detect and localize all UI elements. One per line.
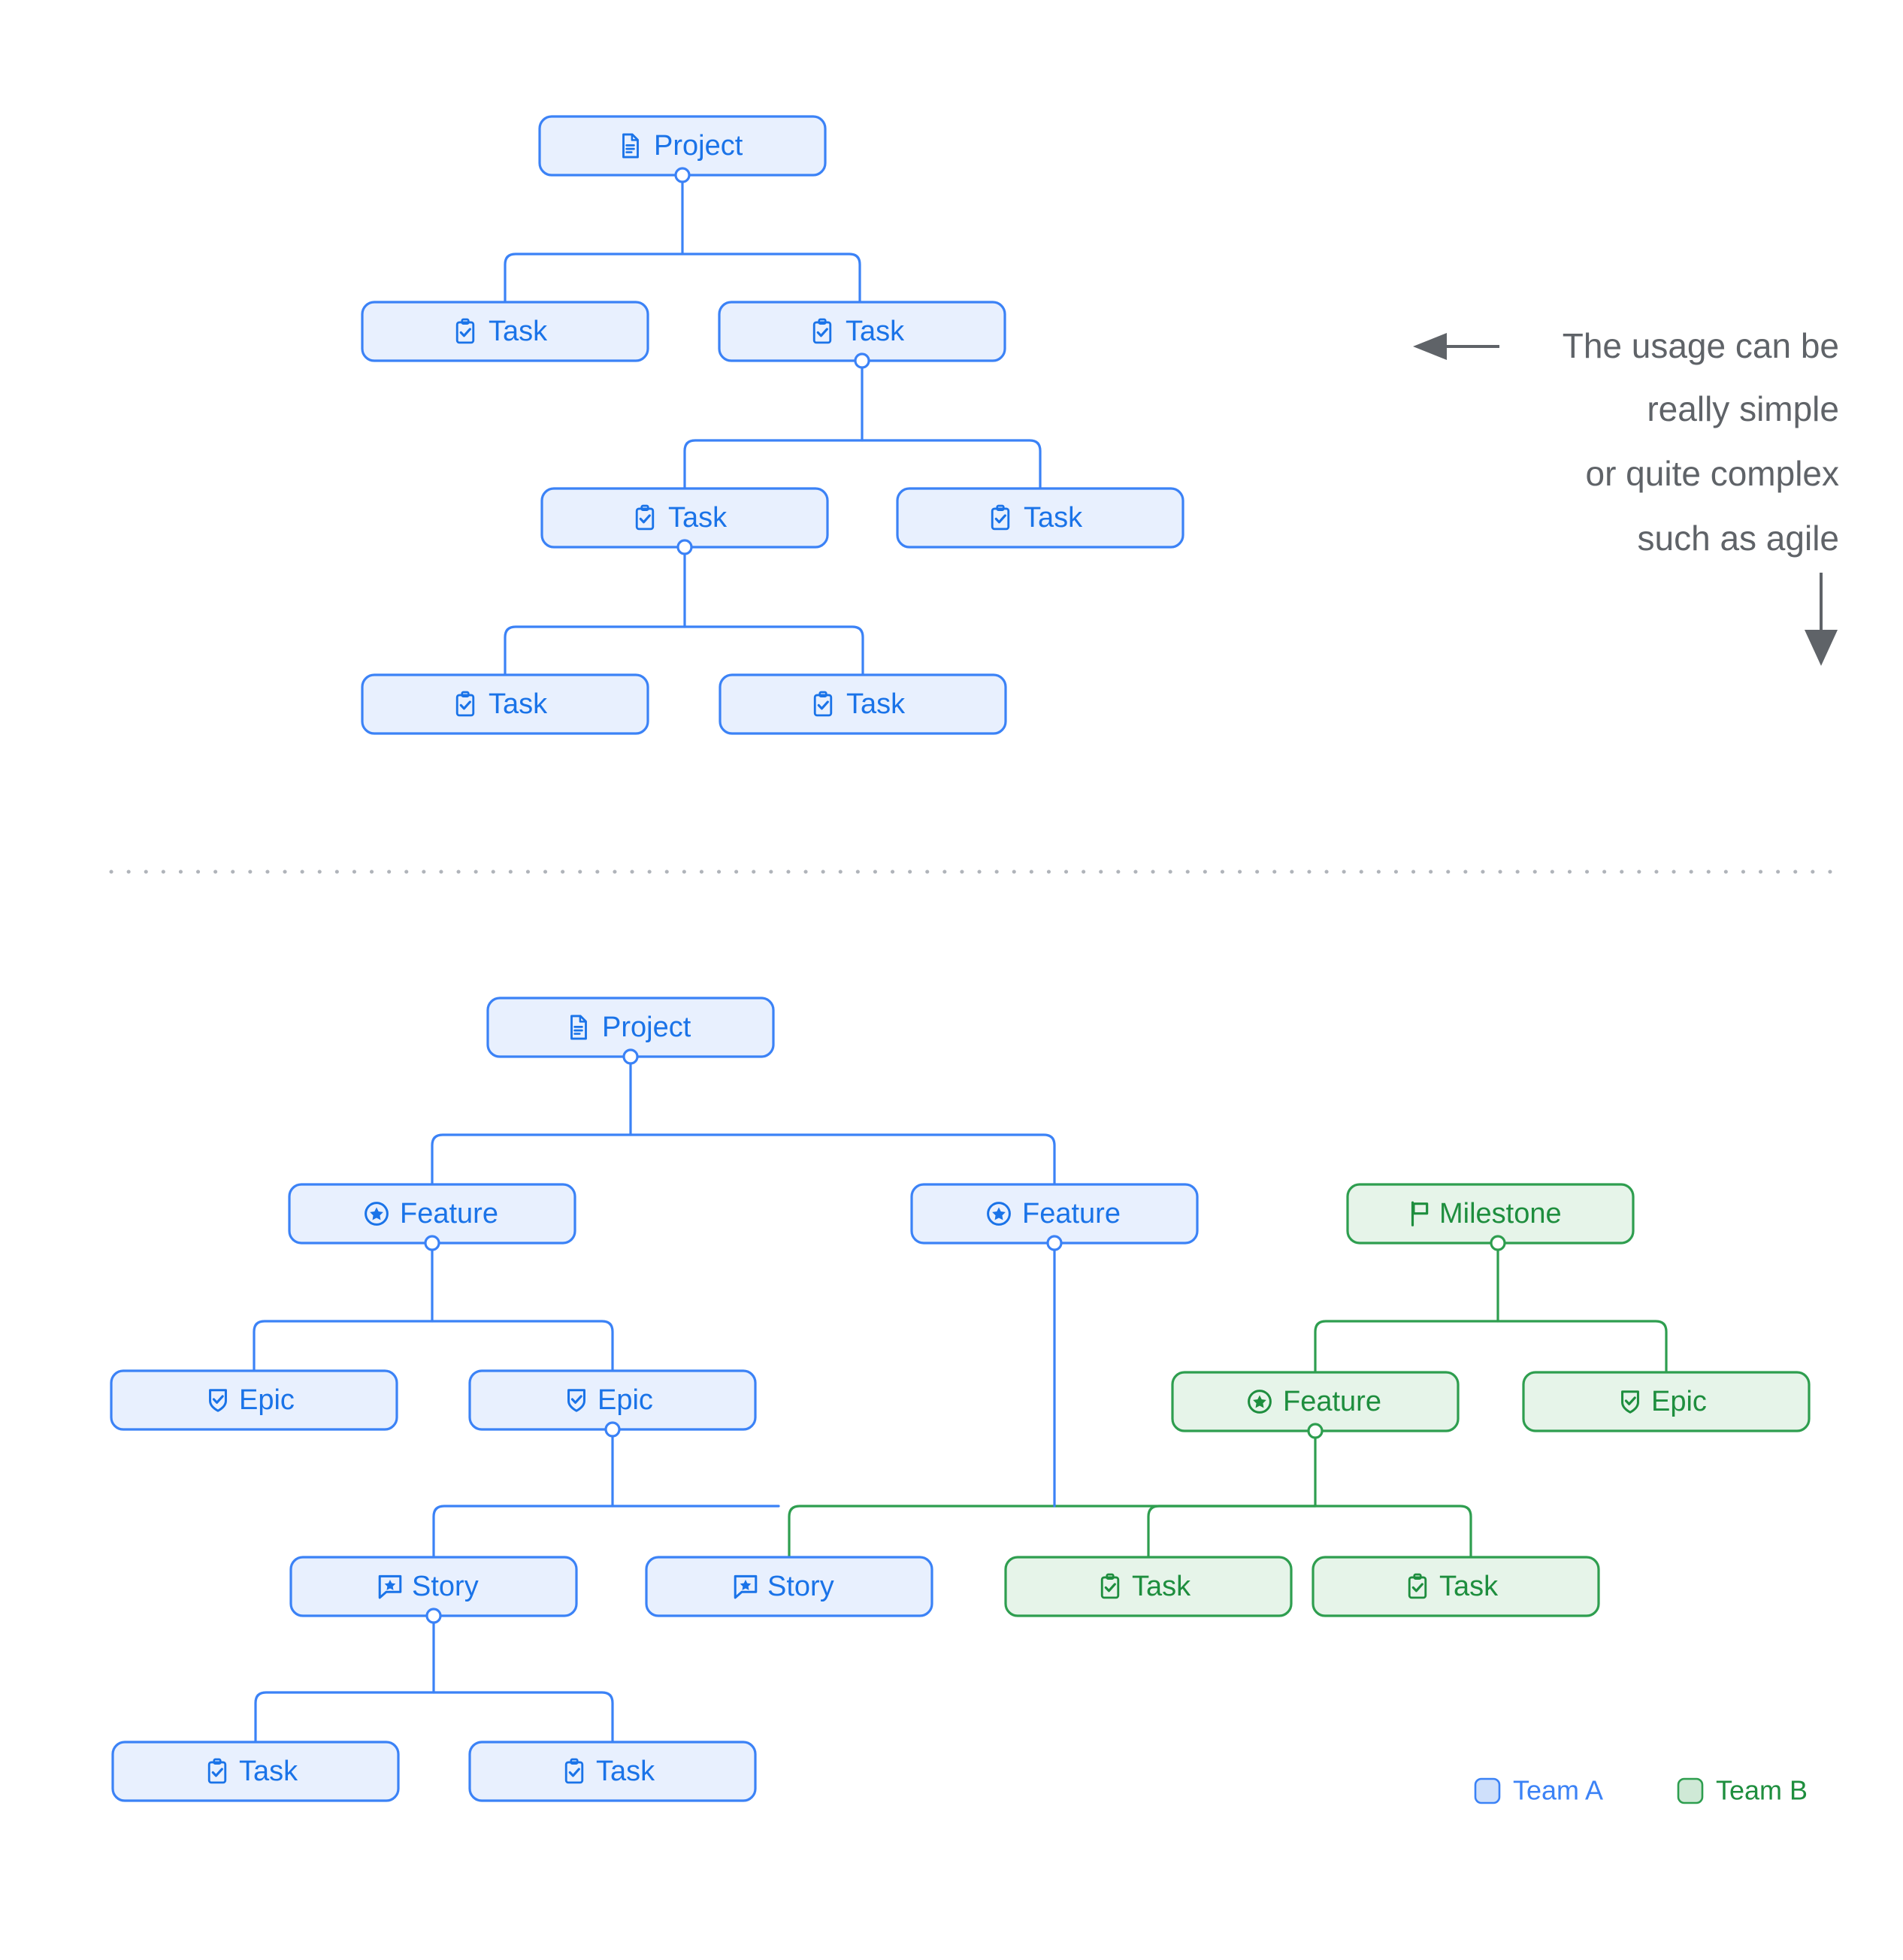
connector-b-story1-bus xyxy=(254,1691,614,1744)
legend-item-team-a[interactable]: Team A xyxy=(1474,1775,1603,1806)
node-t-project[interactable]: Project xyxy=(538,115,827,183)
node-b-story-1[interactable]: Story xyxy=(289,1556,578,1624)
node-box[interactable] xyxy=(111,1741,400,1802)
node-label: Task xyxy=(668,502,728,534)
node-box[interactable] xyxy=(361,673,649,735)
node-b-task-b1[interactable]: Task xyxy=(111,1741,400,1802)
node-label: Task xyxy=(489,688,548,720)
node-b-task-g1[interactable]: Task xyxy=(1004,1556,1293,1617)
connector-handle xyxy=(1046,1235,1063,1251)
node-b-story-2[interactable]: Story xyxy=(645,1556,933,1617)
node-label: Task xyxy=(1024,502,1083,534)
node-t-task-3[interactable]: Task xyxy=(540,487,829,555)
node-label: Task xyxy=(239,1756,298,1787)
connector-milestone-bus xyxy=(1314,1320,1668,1374)
connector-feature3-bus xyxy=(1147,1505,1472,1559)
node-t-task-4[interactable]: Task xyxy=(896,487,1184,549)
legend-label: Team B xyxy=(1716,1775,1808,1806)
connector-handle xyxy=(674,167,691,183)
node-label: Task xyxy=(489,316,548,347)
annotation-line-3: or quite complex xyxy=(1586,454,1840,493)
node-box[interactable] xyxy=(1004,1556,1293,1617)
node-label: Story xyxy=(767,1571,834,1602)
connector-group-bottom-blue xyxy=(253,1055,1056,1744)
node-box[interactable] xyxy=(110,1369,398,1431)
node-label: Task xyxy=(846,688,906,720)
annotation-line-1: The usage can be xyxy=(1563,326,1839,365)
connector-task3-bus xyxy=(504,625,864,676)
node-box[interactable] xyxy=(361,301,649,362)
node-b-project[interactable]: Project xyxy=(486,997,775,1065)
node-box[interactable] xyxy=(896,487,1184,549)
node-t-task-5[interactable]: Task xyxy=(361,673,649,735)
node-b-epic-2[interactable]: Epic xyxy=(468,1369,757,1438)
node-box[interactable] xyxy=(719,673,1007,735)
node-label: Epic xyxy=(1651,1386,1707,1417)
connector-project-bus xyxy=(504,253,861,304)
node-label: Epic xyxy=(598,1384,653,1416)
arrow-left-icon xyxy=(1413,333,1499,360)
connector-b-project-bus xyxy=(431,1133,1056,1186)
node-b-feature-2[interactable]: Feature xyxy=(910,1183,1199,1251)
connector-handle xyxy=(1307,1423,1324,1439)
connector-green-cross-bus xyxy=(788,1505,1317,1559)
node-box[interactable] xyxy=(1522,1371,1811,1432)
annotation-line-2: really simple xyxy=(1647,389,1839,428)
node-label: Task xyxy=(846,316,905,347)
connector-b-epic2-bus xyxy=(432,1505,780,1559)
node-label: Task xyxy=(1439,1571,1499,1602)
connector-handle xyxy=(424,1235,440,1251)
diagram-top-group: Project Task Task xyxy=(361,115,1184,735)
connector-handle xyxy=(854,352,870,369)
connector-task2-bus xyxy=(683,439,1042,490)
node-label: Story xyxy=(412,1571,479,1602)
node-b-task-b2[interactable]: Task xyxy=(468,1741,757,1802)
node-t-task-6[interactable]: Task xyxy=(719,673,1007,735)
annotation-line-4: such as agile xyxy=(1638,519,1840,558)
node-label: Milestone xyxy=(1439,1198,1562,1230)
node-b-epic-3[interactable]: Epic xyxy=(1522,1371,1811,1432)
square-swatch-blue xyxy=(1474,1777,1501,1804)
node-b-milestone[interactable]: Milestone xyxy=(1346,1183,1635,1251)
node-label: Feature xyxy=(400,1198,498,1230)
node-label: Feature xyxy=(1283,1386,1381,1417)
connector-handle xyxy=(425,1608,442,1624)
connector-handle xyxy=(676,539,693,555)
node-label: Epic xyxy=(239,1384,295,1416)
node-box[interactable] xyxy=(645,1556,933,1617)
square-swatch-green xyxy=(1677,1777,1704,1804)
node-t-task-2[interactable]: Task xyxy=(718,301,1006,369)
connector-handle xyxy=(622,1048,639,1065)
node-box[interactable] xyxy=(1312,1556,1600,1617)
legend-label: Team A xyxy=(1513,1775,1603,1806)
node-b-feature-3[interactable]: Feature xyxy=(1171,1371,1460,1439)
node-label: Feature xyxy=(1022,1198,1121,1230)
node-label: Project xyxy=(654,130,743,162)
arrow-down-icon xyxy=(1805,573,1838,666)
node-label: Task xyxy=(596,1756,655,1787)
diagram-bottom-group: Project Feature Feature xyxy=(110,997,1811,1802)
connector-b-feature1-bus xyxy=(253,1320,614,1372)
connector-group-bottom-green xyxy=(788,1242,1668,1559)
connector-group-top xyxy=(504,174,1042,676)
legend: Team A Team B xyxy=(1474,1775,1808,1806)
node-box[interactable] xyxy=(468,1741,757,1802)
connector-handle xyxy=(604,1421,621,1438)
node-b-task-g2[interactable]: Task xyxy=(1312,1556,1600,1617)
connector-handle xyxy=(1490,1235,1506,1251)
node-t-task-1[interactable]: Task xyxy=(361,301,649,362)
node-label: Task xyxy=(1132,1571,1191,1602)
node-b-epic-1[interactable]: Epic xyxy=(110,1369,398,1431)
node-label: Project xyxy=(602,1012,691,1043)
annotation-group: The usage can be really simple or quite … xyxy=(1413,326,1839,666)
legend-item-team-b[interactable]: Team B xyxy=(1677,1775,1808,1806)
node-b-feature-1[interactable]: Feature xyxy=(288,1183,576,1251)
